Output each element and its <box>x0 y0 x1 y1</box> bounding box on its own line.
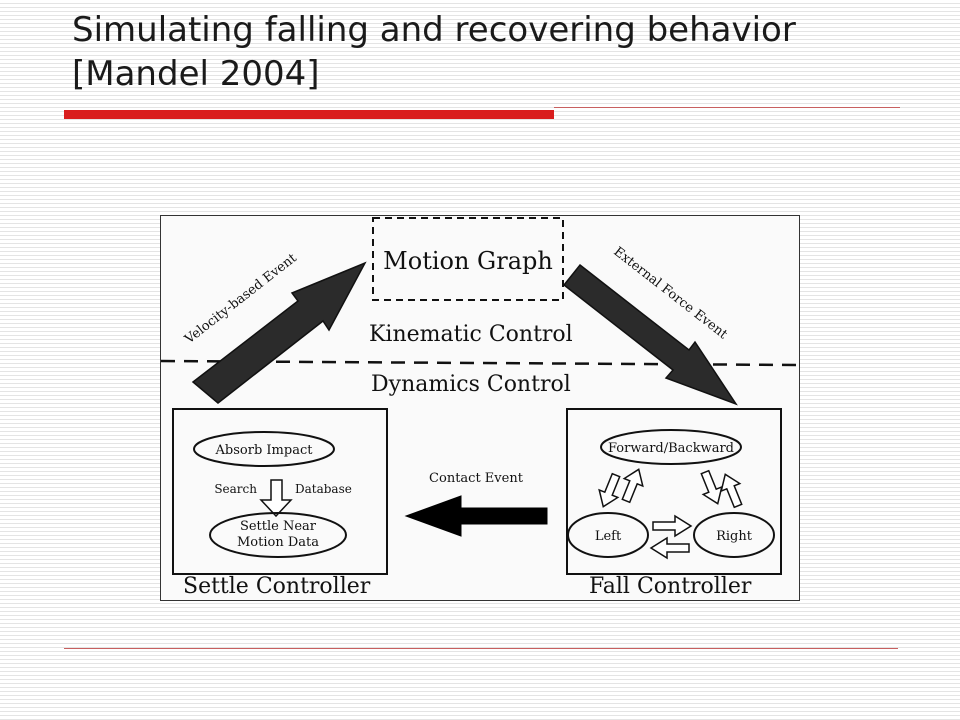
diagram-canvas: Motion Graph Kinematic Control Dynamics … <box>161 217 799 599</box>
settle-near-node <box>209 512 347 558</box>
dynamics-control-label: Dynamics Control <box>371 372 571 397</box>
left-to-right-arrow-icon <box>652 514 693 538</box>
forward-backward-node <box>600 429 742 465</box>
velocity-event-arrow <box>191 261 367 404</box>
absorb-impact-node <box>193 431 335 467</box>
right-node <box>693 512 775 558</box>
settle-near-label-1: Settle Near <box>240 519 317 534</box>
left-label: Left <box>595 529 622 544</box>
settle-controller-box <box>172 408 388 575</box>
motion-graph-label: Motion Graph <box>383 247 553 275</box>
external-force-arrow <box>562 263 738 406</box>
forward-backward-label: Forward/Backward <box>608 441 734 456</box>
fall-controller-title: Fall Controller <box>589 574 752 599</box>
search-down-arrow-icon <box>259 479 293 518</box>
controller-diagram: Motion Graph Kinematic Control Dynamics … <box>160 215 800 601</box>
right-to-fb-arrow-icon <box>720 473 743 509</box>
settle-near-label-2: Motion Data <box>237 535 319 550</box>
absorb-impact-label: Absorb Impact <box>215 443 314 458</box>
motion-graph-box <box>372 217 564 301</box>
fb-to-left-arrow-icon <box>598 472 621 508</box>
contact-event-arrow <box>404 495 548 537</box>
kinematic-control-label: Kinematic Control <box>369 322 573 347</box>
footer-rule <box>64 648 898 649</box>
slide-title-line2: [Mandel 2004] <box>72 54 320 94</box>
left-to-fb-arrow-icon <box>621 468 644 504</box>
fall-controller-box <box>566 408 782 575</box>
contact-event-label: Contact Event <box>429 471 524 486</box>
right-label: Right <box>716 529 753 544</box>
right-to-left-arrow-icon <box>649 536 690 560</box>
slide-title-line1: Simulating falling and recovering behavi… <box>72 10 796 50</box>
database-label: Database <box>295 482 352 496</box>
fb-to-right-arrow-icon <box>700 469 723 505</box>
settle-controller-title: Settle Controller <box>183 574 371 599</box>
title-rule <box>554 107 900 108</box>
title-accent-bar <box>64 110 554 119</box>
left-node <box>567 512 649 558</box>
slide-title: Simulating falling and recovering behavi… <box>72 8 932 96</box>
search-label: Search <box>214 482 257 496</box>
